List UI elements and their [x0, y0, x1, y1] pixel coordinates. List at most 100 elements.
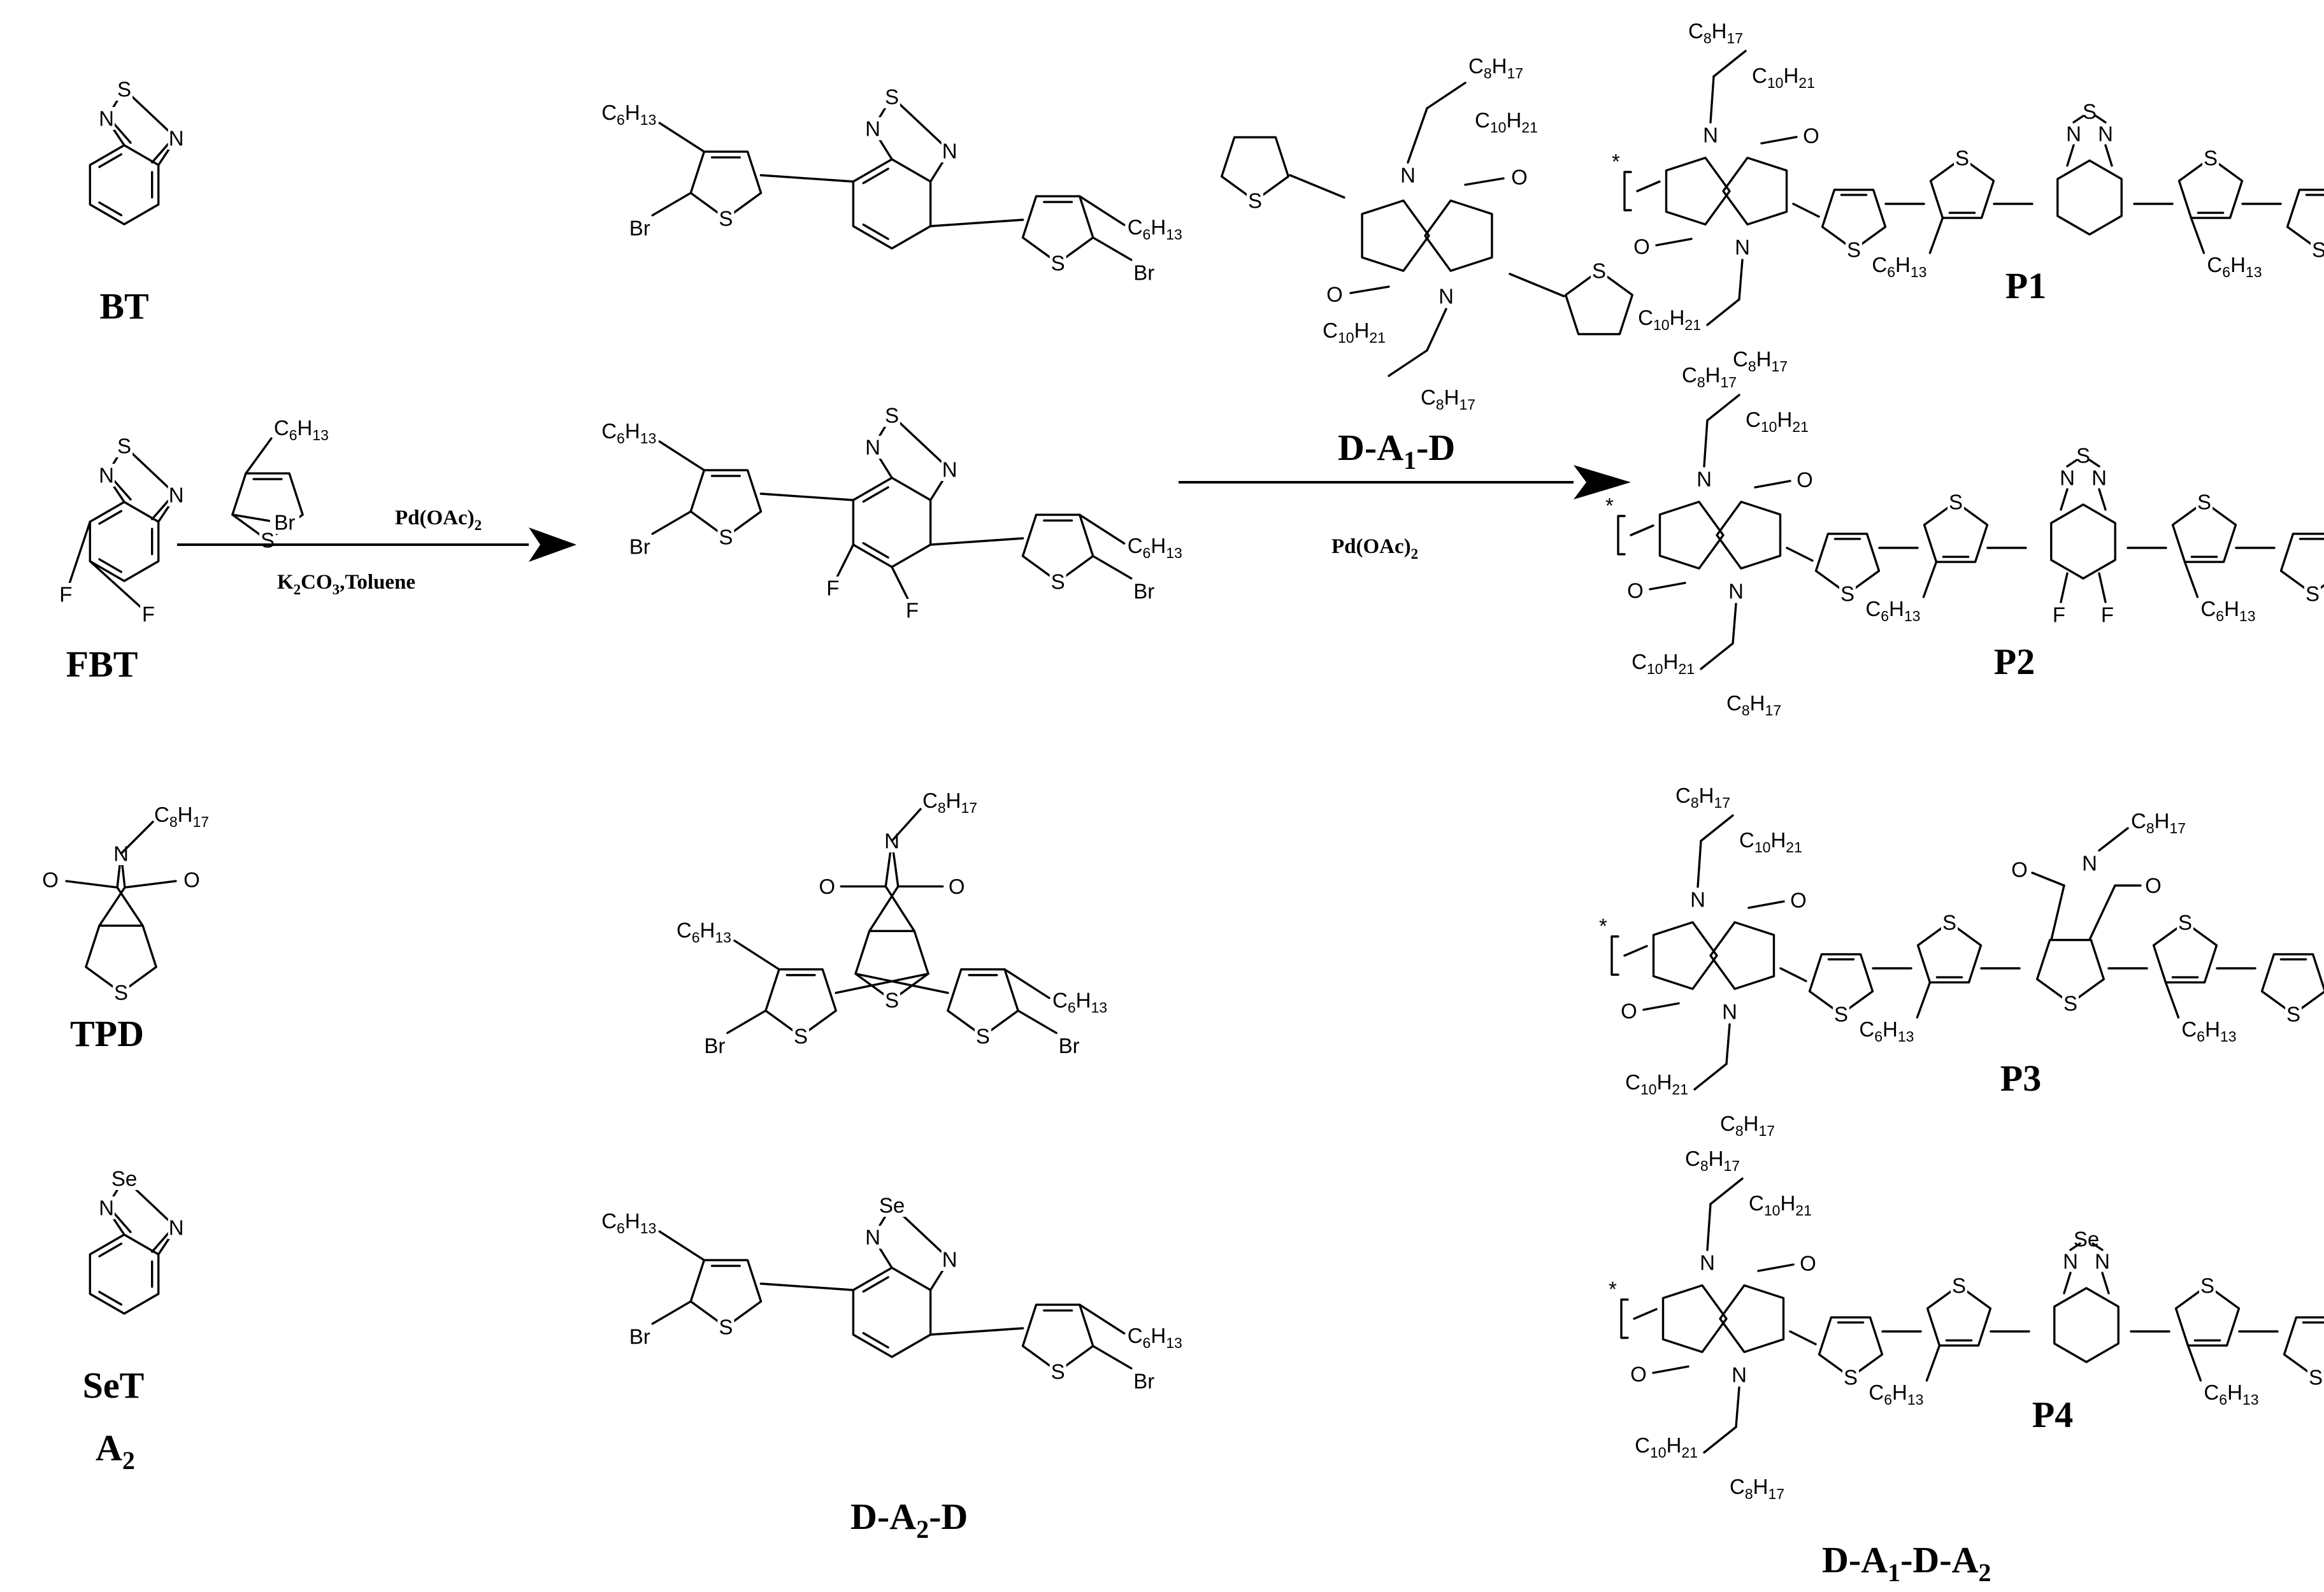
p1-acc-bond: [2095, 115, 2107, 124]
p3-carbonyl: [1747, 900, 1785, 909]
atom-label-backdrop: [625, 216, 655, 240]
atom-label-backdrop: [1833, 1003, 1849, 1026]
mon-bt-br-bond: [651, 192, 692, 217]
mon-bt-c6h13-chain: C6H13: [601, 101, 656, 128]
p2-o-atom: O: [1627, 579, 1644, 603]
mon-bt-link-bond: [929, 219, 1024, 227]
p4-acc-se-atom: Se: [2074, 1228, 2099, 1251]
bt-double-bond: [150, 141, 171, 164]
atom-label-backdrop: [1800, 1252, 1816, 1275]
p3-c10h21-chain: C10H21: [1739, 828, 1802, 856]
mon-bt-n-atom: N: [865, 117, 880, 141]
p3-left-bracket: [1610, 935, 1619, 976]
mon-set-side-thiophene: [689, 1259, 763, 1328]
mon-tpd-alkyl-bond: [1003, 968, 1051, 1000]
p2-carbonyl: [1754, 480, 1791, 489]
p3-o-atom: O: [1790, 889, 1807, 912]
mon-set-br-bond: [651, 1300, 692, 1325]
atom-label-backdrop: [1797, 468, 1813, 491]
fbt-n-atom: N: [169, 484, 184, 507]
fbt-s-bond: [123, 445, 178, 496]
atom-label-backdrop: [1790, 889, 1807, 912]
mon-fbt-br-atom: Br: [629, 534, 650, 558]
atom-label-backdrop: [1049, 1360, 1066, 1383]
mon-set-n-atom: N: [942, 1248, 958, 1272]
p4-n-atom: N: [1732, 1363, 1747, 1387]
p2-o-atom: O: [1797, 468, 1813, 492]
atom-label-backdrop: [1731, 1363, 1747, 1386]
p2-f-atom: F: [2053, 603, 2065, 627]
mon-set-double-bond: [862, 1331, 889, 1349]
p1-c8h17-chain: C8H17: [1733, 347, 1788, 375]
name-layer: BT FBT TPD SeT A2 D-A1-D D-A2-D P1 P2 P3…: [66, 265, 2074, 1587]
atom-label-backdrop: [1842, 1366, 1859, 1389]
fbt-f-atom: F: [59, 583, 72, 606]
p3-o-atom: O: [2145, 874, 2162, 898]
atom-label-backdrop: [1129, 261, 1159, 284]
dpp-c10h21-chain: C10H21: [1475, 108, 1538, 136]
p3-backbone-bond: [1623, 945, 1648, 957]
dpp-right-thiophene: [1564, 269, 1634, 336]
p4-carbonyl: [1757, 1263, 1795, 1272]
p4-carbonyl: [1652, 1365, 1689, 1374]
mon-fbt-f-bond: [891, 566, 909, 600]
p3-thiophene: [2260, 953, 2324, 1015]
tpd-carbonyl: [124, 880, 177, 889]
p3-imide-bond: [2050, 884, 2065, 941]
p3-alkyl-bond: [1916, 981, 1932, 1019]
p1-carbonyl: [1760, 136, 1798, 145]
p1-thiophene: [2286, 189, 2324, 251]
p2-acc-bond: [2066, 459, 2078, 468]
atom-label-backdrop: [1633, 235, 1650, 258]
p2-s-atom: S: [2306, 582, 2320, 606]
reagent-alkyl-bond: [245, 437, 273, 475]
atom-label-backdrop: [2075, 444, 2091, 467]
tpd-n-atom: N: [113, 842, 129, 866]
atom-label-backdrop: [57, 583, 75, 606]
p2-c8h17-chain: C8H17: [1726, 691, 1781, 719]
p1-thiophene: [2177, 157, 2244, 219]
atom-label-backdrop: [1699, 1251, 1716, 1274]
dpp-left-thiophene: [1220, 136, 1290, 202]
mon-fbt-double-bond: [862, 486, 889, 503]
p2-c6h13-chain: C6H13: [1865, 597, 1920, 624]
step1-arrowhead: [529, 527, 577, 562]
mon-tpd-o-atom: O: [949, 875, 965, 898]
p4-alkyl-bond: [1709, 1177, 1744, 1205]
p2-s-atom: S: [1949, 491, 1963, 514]
atom-label-backdrop: [1947, 491, 1964, 513]
p2-alkyl-bond: [1922, 561, 1938, 598]
tpd-c8h17-chain: C8H17: [154, 803, 209, 830]
p4-s-atom: S: [2309, 1366, 2323, 1389]
dpp-right-ring: [1424, 199, 1493, 272]
p1-alkyl-bond: [1706, 298, 1740, 326]
bt-n-atom: N: [99, 107, 114, 131]
dpp-carbonyl: [1464, 177, 1505, 186]
p1-c8h17-chain: C8H17: [1688, 19, 1743, 47]
acceptor-name-bt: BT: [99, 285, 148, 327]
bt-n-atom: N: [169, 127, 184, 150]
p3-backbone-bond: [1779, 967, 1807, 982]
p2-thiophene: [1923, 501, 1989, 563]
bt-double-bond: [98, 201, 123, 217]
fbt-f-bond: [89, 560, 150, 615]
polymer-name-p2: P2: [1994, 641, 2035, 682]
atom-label-backdrop: [1696, 468, 1712, 491]
p4-backbone-bond: [1633, 1308, 1658, 1320]
p3-alkyl-bond: [1693, 1063, 1728, 1091]
atom-label-backdrop: [1702, 124, 1719, 147]
fbt-s-atom: S: [117, 434, 131, 458]
atom-label-backdrop: [1247, 189, 1263, 212]
p1-acc-s-atom: S: [2083, 100, 2097, 124]
p2-acc-n-atom: N: [2060, 466, 2075, 490]
p3-alkyl-bond: [1700, 814, 1734, 842]
mon-bt-s-bond: [891, 96, 951, 152]
p4-s-atom: S: [2200, 1274, 2214, 1298]
tpd-thiophene-ring: [85, 924, 157, 994]
acceptor-name-fbt: FBT: [66, 643, 138, 685]
mon-set-double-bond: [862, 1276, 889, 1293]
p2-acc-s-atom: S: [2076, 444, 2090, 468]
mon-set-alkyl-bond: [1079, 1303, 1126, 1335]
p1-s-atom: S: [2204, 147, 2218, 170]
mon-set-side-s-atom: S: [1051, 1360, 1065, 1384]
